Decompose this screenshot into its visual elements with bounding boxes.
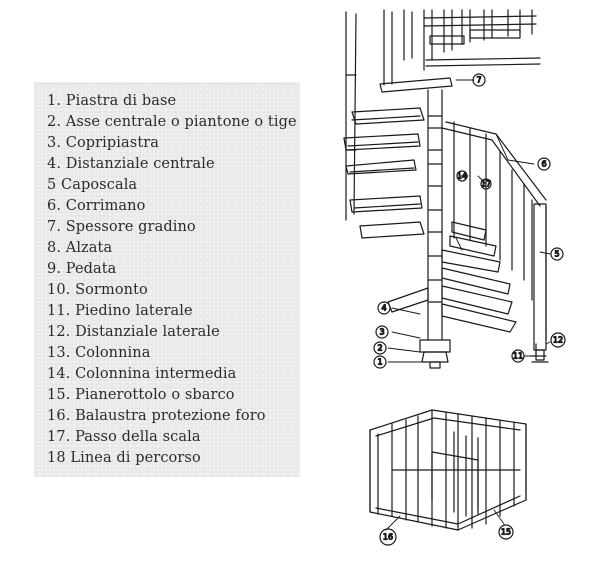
svg-text:5: 5 xyxy=(554,250,559,259)
callout-17: 17 xyxy=(480,178,492,190)
legend-item: 10. Sormonto xyxy=(47,282,148,298)
callouts: 7 6 5 14 17 4 3 2 1 11 12 16 15 xyxy=(373,73,566,546)
callout-1: 1 xyxy=(373,355,387,369)
legend-item: 15. Pianerottolo o sbarco xyxy=(47,387,235,403)
legend-panel: 1. Piastra di base 2. Asse centrale o pi… xyxy=(34,82,300,477)
callout-14: 14 xyxy=(456,170,468,182)
spiral-staircase-illustration xyxy=(343,9,549,369)
callout-11: 11 xyxy=(511,349,525,363)
svg-text:6: 6 xyxy=(541,160,546,169)
callout-5: 5 xyxy=(550,247,564,261)
svg-text:17: 17 xyxy=(481,180,491,189)
callout-12: 12 xyxy=(550,332,566,348)
legend-item: 14. Colonnina intermedia xyxy=(47,366,237,382)
callout-3: 3 xyxy=(375,325,389,339)
legend-item: 17. Passo della scala xyxy=(47,429,201,445)
svg-text:1: 1 xyxy=(377,358,382,367)
legend-item: 6. Corrimano xyxy=(47,198,146,214)
svg-text:12: 12 xyxy=(553,336,563,345)
callout-16: 16 xyxy=(379,528,397,546)
legend-item: 12. Distanziale laterale xyxy=(47,324,220,340)
callout-2: 2 xyxy=(373,341,387,355)
svg-text:3: 3 xyxy=(379,328,384,337)
legend-item: 1. Piastra di base xyxy=(47,93,177,109)
legend-item: 2. Asse centrale o piantone o tige xyxy=(47,114,297,130)
legend-item: 8. Alzata xyxy=(47,240,113,256)
callout-4: 4 xyxy=(377,301,391,315)
legend-item: 18 Linea di percorso xyxy=(47,450,201,466)
legend-item: 16. Balaustra protezione foro xyxy=(47,408,266,424)
legend-item: 3. Copripiastra xyxy=(47,135,160,151)
svg-text:2: 2 xyxy=(377,344,382,353)
svg-text:11: 11 xyxy=(513,352,523,361)
legend-item: 13. Colonnina xyxy=(47,345,151,361)
callout-6: 6 xyxy=(537,157,551,171)
svg-text:15: 15 xyxy=(501,528,511,537)
legend-item: 7. Spessore gradino xyxy=(47,219,196,235)
landing-balustrade-illustration xyxy=(369,409,527,531)
svg-text:16: 16 xyxy=(383,533,393,542)
leader-lines xyxy=(385,79,551,531)
svg-text:7: 7 xyxy=(476,76,481,85)
legend-item: 5 Caposcala xyxy=(47,177,138,193)
legend-item: 9. Pedata xyxy=(47,261,117,277)
callout-7: 7 xyxy=(472,73,486,87)
svg-text:4: 4 xyxy=(381,304,386,313)
legend-list: 1. Piastra di base 2. Asse centrale o pi… xyxy=(47,91,297,469)
legend-item: 11. Piedino laterale xyxy=(47,303,193,319)
legend-item: 4. Distanziale centrale xyxy=(47,156,215,172)
callout-15: 15 xyxy=(498,524,514,540)
svg-text:14: 14 xyxy=(457,172,467,181)
